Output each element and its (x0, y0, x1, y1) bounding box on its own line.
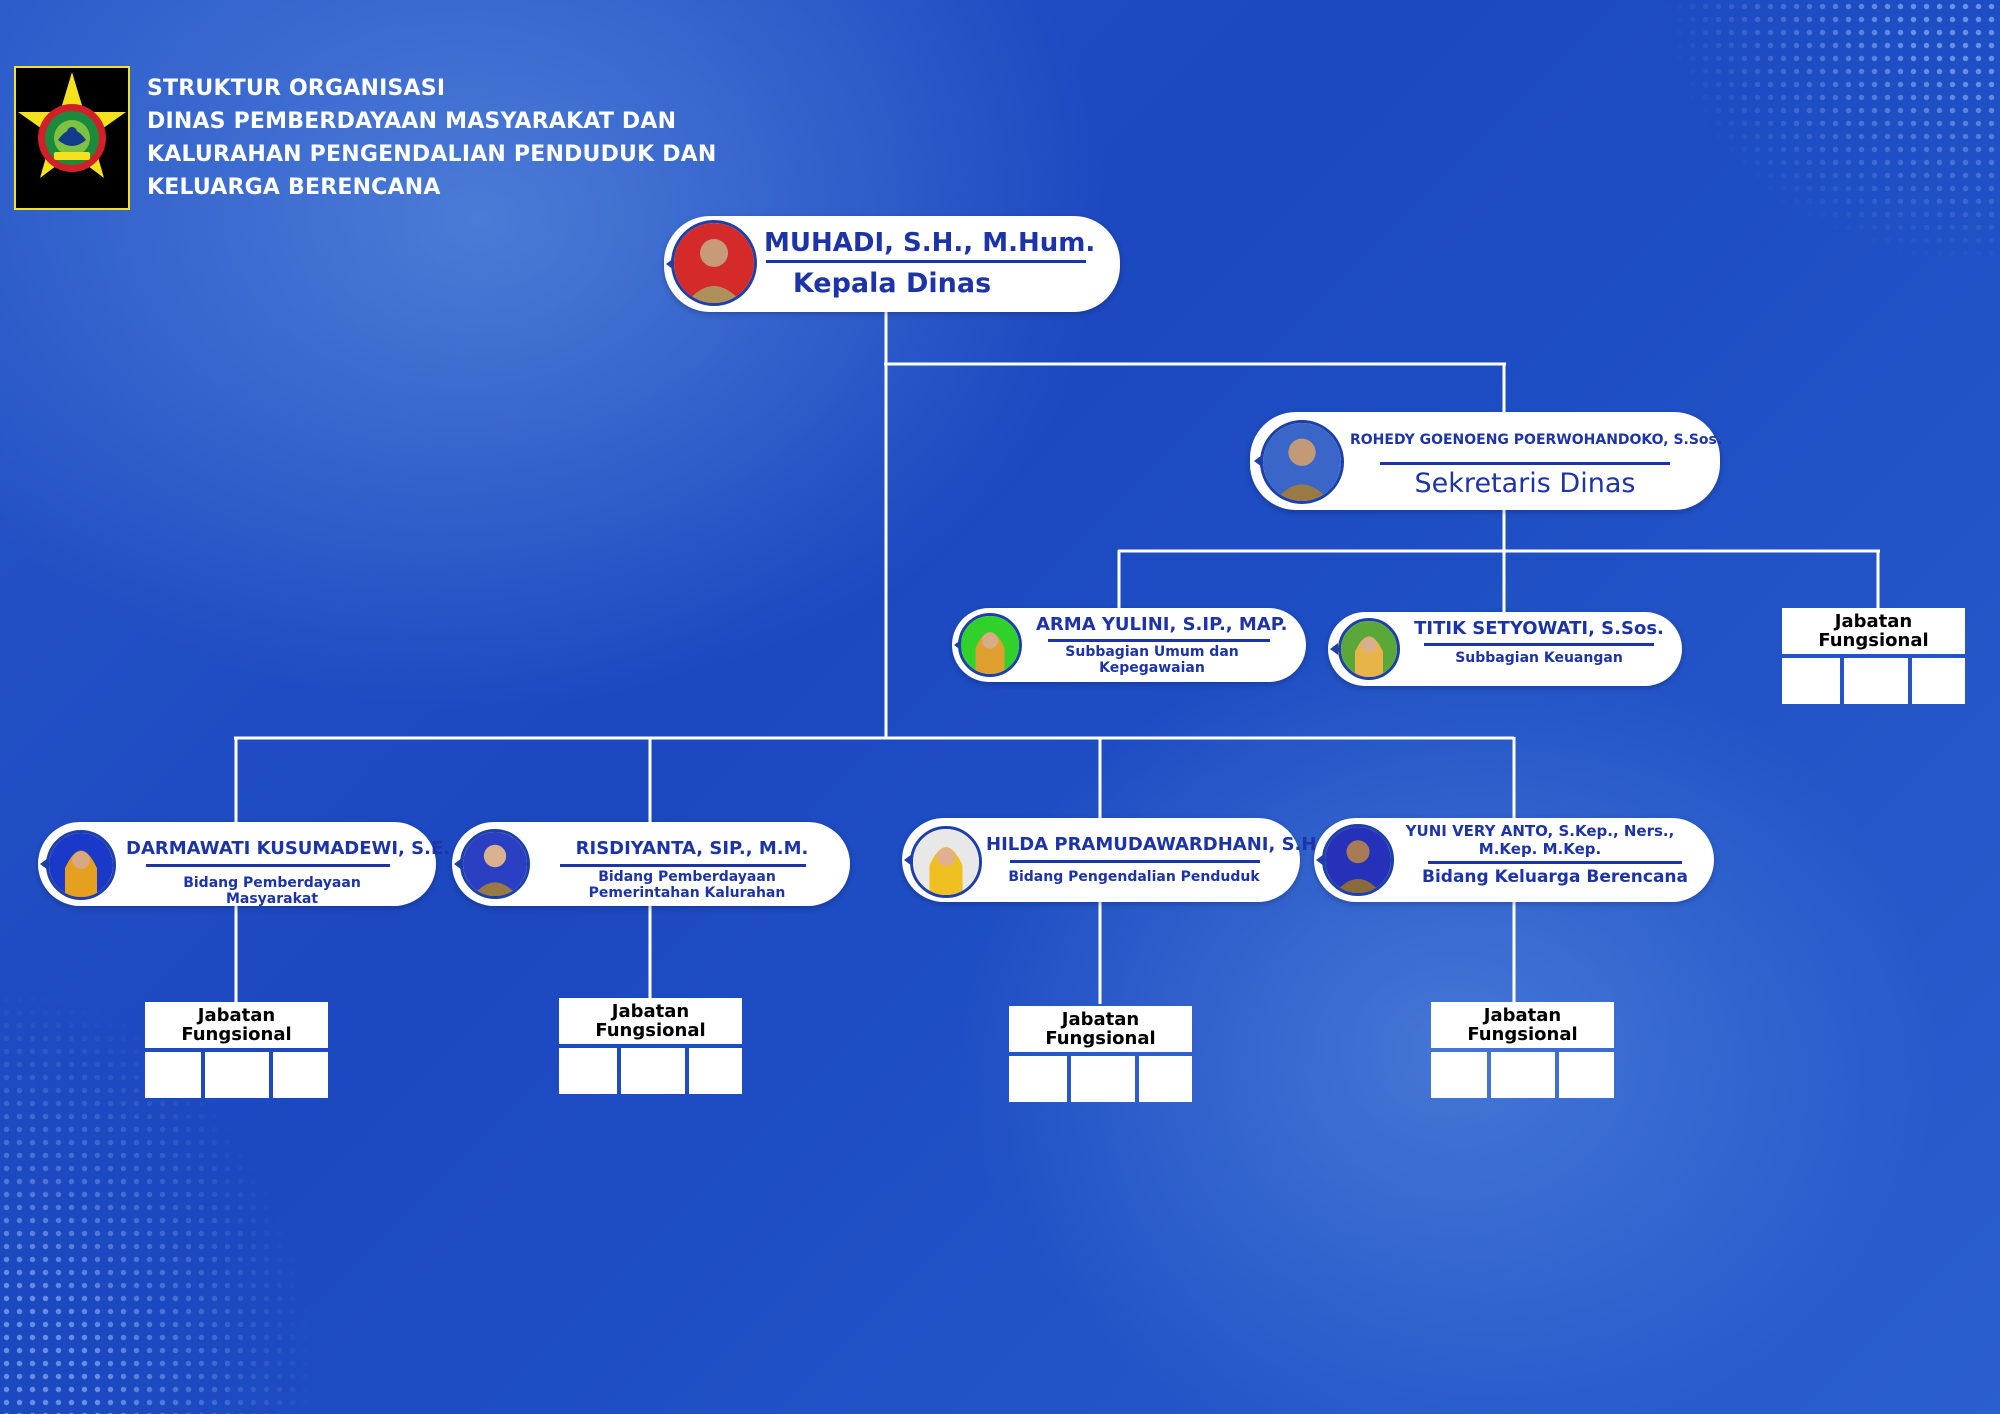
division-role: Bidang Pengendalian Penduduk (1008, 869, 1260, 885)
division-role: Bidang Pemberdayaan Pemerintahan Kalurah… (588, 869, 786, 902)
divider (1428, 861, 1682, 864)
division-name: YUNI VERY ANTO, S.Kep., Ners., M.Kep. M.… (1405, 822, 1675, 858)
jabatan-fungsional-box: Jabatan Fungsional (559, 998, 742, 1094)
secretary-card[interactable]: ROHEDY GOENOENG POERWOHANDOKO, S.Sos. Se… (1250, 412, 1723, 510)
sub-unit-card[interactable]: ARMA YULINI, S.IP., MAP. Subbagian Umum … (952, 608, 1306, 682)
title-line: DINAS PEMBERDAYAAN MASYARAKAT DAN (147, 109, 677, 134)
pointer-icon (40, 858, 48, 870)
regency-emblem-icon (12, 64, 132, 212)
slot-cell (1431, 1052, 1487, 1098)
pointer-icon (1316, 854, 1324, 866)
pointer-icon (454, 858, 462, 870)
slot-cell (621, 1048, 685, 1094)
avatar (460, 829, 530, 899)
slot-cell (1009, 1056, 1067, 1102)
pointer-icon (904, 854, 912, 866)
title-line: KALURAHAN PENGENDALIAN PENDUDUK DAN (147, 142, 717, 167)
slot-cell (1071, 1056, 1135, 1102)
division-card[interactable]: YUNI VERY ANTO, S.Kep., Ners., M.Kep. M.… (1314, 818, 1714, 902)
pointer-icon (1254, 455, 1262, 467)
sub-unit-name: TITIK SETYOWATI, S.Sos. (1414, 618, 1664, 639)
jabatan-fungsional-label: Jabatan Fungsional (145, 1002, 328, 1048)
jabatan-fungsional-slots (145, 1052, 328, 1098)
avatar (46, 830, 116, 900)
sub-unit-name: ARMA YULINI, S.IP., MAP. (1036, 614, 1288, 635)
jabatan-fungsional-label: Jabatan Fungsional (559, 998, 742, 1044)
divider (146, 864, 390, 867)
divider (766, 260, 1086, 263)
jabatan-fungsional-box: Jabatan Fungsional (1009, 1006, 1192, 1102)
page-title: STRUKTUR ORGANISASI DINAS PEMBERDAYAAN M… (147, 72, 717, 204)
avatar (1338, 618, 1400, 680)
sub-unit-role: Subbagian Keuangan (1455, 650, 1623, 666)
slot-cell (205, 1052, 269, 1098)
slot-cell (1912, 658, 1965, 704)
divider (560, 864, 806, 867)
division-role: Bidang Pemberdayaan Masyarakat (183, 875, 361, 908)
division-role: Bidang Keluarga Berencana (1422, 867, 1688, 887)
title-line: STRUKTUR ORGANISASI (147, 76, 446, 101)
avatar (958, 613, 1022, 677)
jabatan-fungsional-box: Jabatan Fungsional (1431, 1002, 1614, 1098)
head-name: MUHADI, S.H., M.Hum. (764, 228, 1096, 258)
avatar (671, 220, 757, 306)
division-name: RISDIYANTA, SIP., M.M. (575, 838, 809, 859)
slot-cell (1844, 658, 1908, 704)
jabatan-fungsional-label: Jabatan Fungsional (1009, 1006, 1192, 1052)
jabatan-fungsional-box: Jabatan Fungsional (1782, 608, 1965, 704)
jabatan-fungsional-slots (559, 1048, 742, 1094)
jabatan-fungsional-label: Jabatan Fungsional (1431, 1002, 1614, 1048)
slot-cell (559, 1048, 617, 1094)
sub-unit-role: Subbagian Umum dan Kepegawaian (1065, 644, 1239, 677)
slot-cell (273, 1052, 328, 1098)
slot-cell (1139, 1056, 1192, 1102)
slot-cell (1782, 658, 1840, 704)
divider (1048, 639, 1270, 642)
secretary-role: Sekretaris Dinas (1414, 468, 1636, 499)
avatar (910, 826, 982, 898)
head-role: Kepala Dinas (792, 268, 992, 299)
divider (1380, 462, 1670, 465)
secretary-name: ROHEDY GOENOENG POERWOHANDOKO, S.Sos. (1350, 432, 1723, 448)
division-card[interactable]: DARMAWATI KUSUMADEWI, S.E. Bidang Pember… (38, 822, 451, 908)
sub-unit-card[interactable]: TITIK SETYOWATI, S.Sos. Subbagian Keuang… (1328, 612, 1682, 686)
jabatan-fungsional-slots (1782, 658, 1965, 704)
pointer-icon (666, 258, 674, 270)
jabatan-fungsional-slots (1431, 1052, 1614, 1098)
head-card[interactable]: MUHADI, S.H., M.Hum. Kepala Dinas (664, 216, 1120, 312)
pointer-icon (1330, 643, 1338, 655)
slot-cell (1491, 1052, 1555, 1098)
division-name: DARMAWATI KUSUMADEWI, S.E. (126, 838, 451, 859)
title-line: KELUARGA BERENCANA (147, 175, 441, 200)
slot-cell (689, 1048, 742, 1094)
avatar (1260, 420, 1344, 504)
divider (1424, 643, 1654, 646)
division-card[interactable]: RISDIYANTA, SIP., M.M. Bidang Pemberdaya… (452, 822, 850, 906)
jabatan-fungsional-box: Jabatan Fungsional (145, 1002, 328, 1098)
slot-cell (1559, 1052, 1614, 1098)
slot-cell (145, 1052, 201, 1098)
division-card[interactable]: HILDA PRAMUDAWARDHANI, S.H. Bidang Penge… (902, 818, 1324, 902)
jabatan-fungsional-slots (1009, 1056, 1192, 1102)
division-name: HILDA PRAMUDAWARDHANI, S.H. (986, 834, 1324, 855)
divider (1010, 860, 1260, 863)
jabatan-fungsional-label: Jabatan Fungsional (1782, 608, 1965, 654)
avatar (1322, 824, 1394, 896)
